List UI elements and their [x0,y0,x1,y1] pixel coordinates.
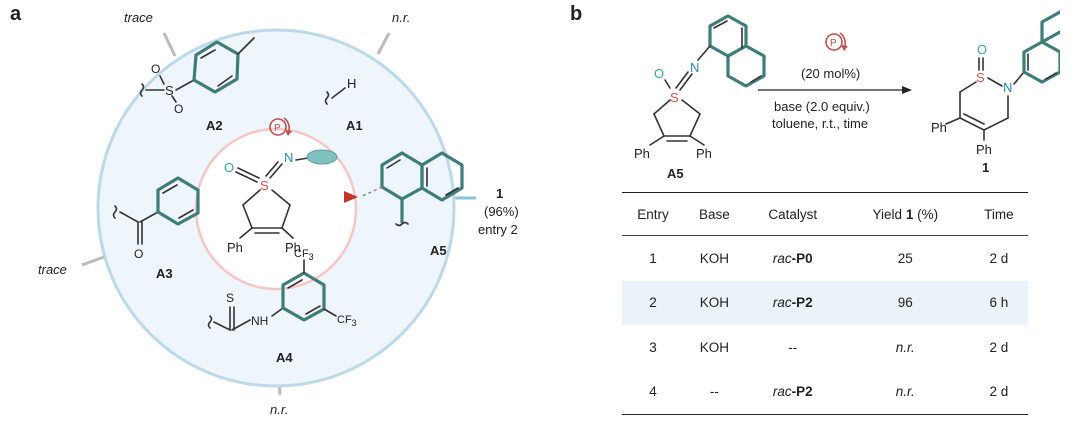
svg-text:S: S [226,291,234,305]
col-base: Base [684,192,745,236]
table-row: 1 KOH rac-P0 25 2 d [649,250,1009,266]
outcome-A4: n.r. [270,402,288,417]
reactant-A5: N O S Ph Ph A5 [634,14,766,180]
attachment-wavy [324,91,330,105]
attachment-wavy [207,315,213,329]
inner-ring [194,127,358,291]
outcome-A5-entry: entry 2 [478,222,518,237]
svg-text:O: O [977,42,987,57]
col-entry: Entry [622,192,685,236]
panel-a-label: a [10,3,22,25]
outcome-A5-compound: 1 [496,186,503,201]
substituent-A2-tosyl: S O O A2 [139,37,255,133]
svg-text:P: P [274,123,281,134]
svg-text:S: S [165,83,174,98]
outcome-A5-yield: (96%) [484,204,519,219]
substituent-A4-thiourea: S NH CF3 CF3 A4 [207,248,357,365]
table-row: 2 KOH rac-P2 96 6 h [622,280,1028,325]
substituent-A3-benzoyl: O A3 [112,176,200,281]
svg-text:N: N [284,150,293,165]
catalyst-loading: (20 mol%) [801,66,860,81]
attachment-wavy [112,205,118,219]
svg-text:O: O [224,160,234,175]
reaction-arrow: P (20 mol%) base (2.0 equiv.) toluene, r… [758,32,912,131]
col-catalyst: Catalyst [744,192,841,236]
table-header-row: Entry Base Catalyst Yield 1 (%) Time [622,192,1028,236]
arrow-to-A5 [344,191,358,203]
svg-text:O: O [174,102,183,116]
label-reactant: A5 [667,166,684,180]
attachment-wavy [395,221,409,227]
svg-text:Ph: Ph [634,146,650,161]
table-row: 3 KOH -- n.r. 2 d [649,339,1009,355]
svg-text:NH: NH [251,314,268,328]
svg-text:N: N [690,60,699,75]
svg-text:S: S [260,178,269,193]
svg-text:S: S [670,90,679,105]
svg-text:O: O [654,66,664,81]
outcome-A3: trace [38,262,67,277]
conditions-line-2: toluene, r.t., time [772,116,868,131]
conditions-line-1: base (2.0 equiv.) [774,99,870,114]
reaction-scheme: N O S Ph Ph A5 P (20 mol%) base (2.0 equ… [634,10,1060,180]
tick-A1 [376,32,391,55]
core-structure: O S N Ph Ph [224,149,338,255]
svg-text:Ph: Ph [976,142,992,157]
substituent-A1-hydrogen: H A1 [324,76,363,133]
label-A4: A4 [276,350,293,365]
svg-text:P: P [830,38,837,49]
catalyst-icon: P [825,32,848,51]
substituent-A5-naphthyl: A5 [359,151,464,258]
attachment-wavy [139,83,145,97]
label-A3: A3 [156,266,173,281]
svg-text:O: O [151,62,160,76]
svg-text:CF3: CF3 [294,248,314,262]
label-product: 1 [982,160,989,175]
svg-text:Ph: Ph [696,146,712,161]
tick-A2 [162,32,177,57]
product-1: O S N Ph Ph 1 [931,10,1060,175]
table-row: 4 -- rac-P2 n.r. 2 d [622,369,1028,415]
outcome-A1: n.r. [392,10,410,25]
substituent-placeholder [306,149,338,165]
tick-A3 [81,255,105,267]
label-A1: A1 [346,118,363,133]
catalyst-icon: P [269,117,292,136]
svg-text:H: H [347,76,356,91]
svg-text:S: S [976,70,985,85]
panel-b-label: b [570,3,583,25]
svg-text:Ph: Ph [931,120,947,135]
label-A5: A5 [430,243,447,258]
label-A2: A2 [206,118,223,133]
col-time: Time [969,192,1028,236]
svg-text:CF3: CF3 [337,314,357,328]
col-yield: Yield 1 (%) [840,192,970,236]
svg-text:N: N [1003,80,1012,95]
svg-text:Ph: Ph [285,240,301,255]
svg-text:O: O [134,247,143,261]
svg-text:Ph: Ph [227,240,243,255]
panel-a-substrate-scope-figure: trace n.r. trace n.r. 1 (96%) entry 2 S … [38,10,519,417]
results-table: Entry Base Catalyst Yield 1 (%) Time 1 K… [622,192,1028,415]
outcome-A2: trace [124,10,153,25]
